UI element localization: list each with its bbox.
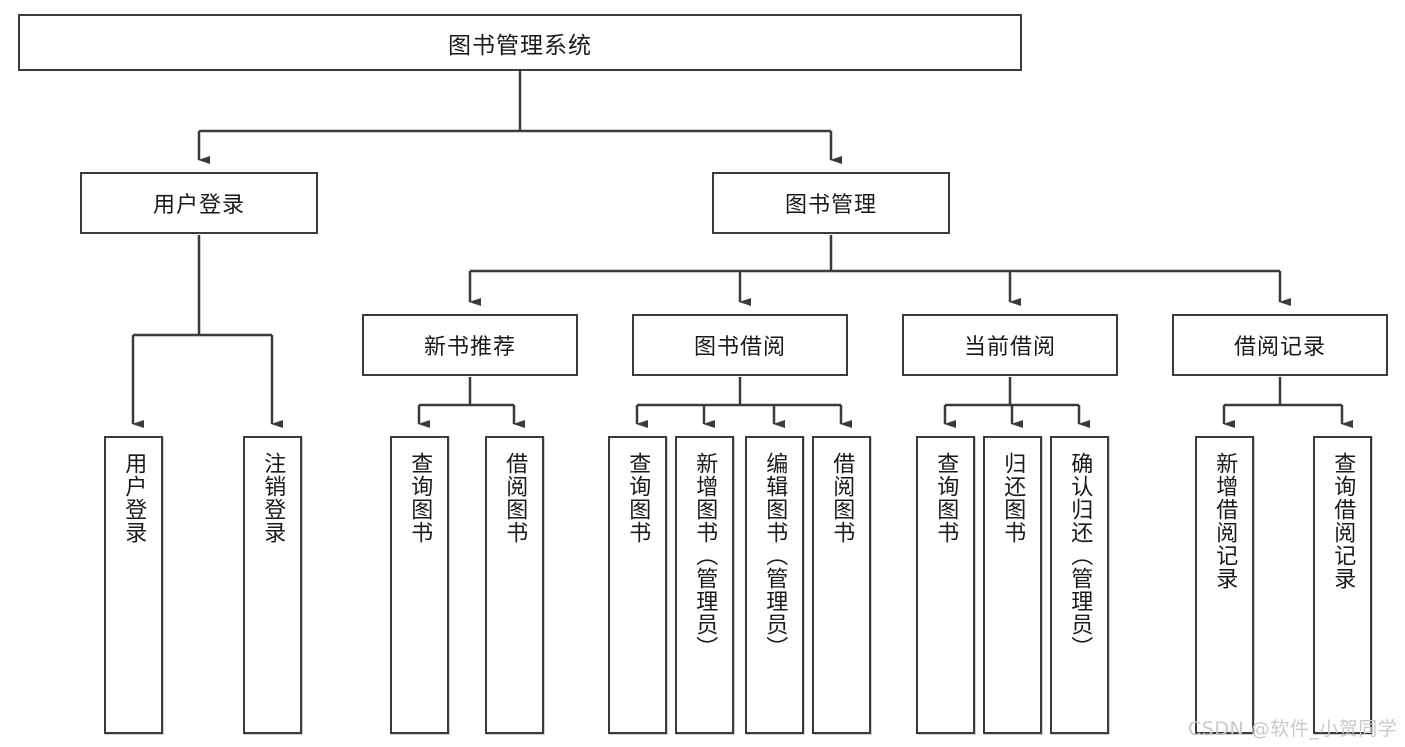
leaf-label: 归还图书	[1000, 452, 1026, 544]
leaf-label: 借阅图书	[502, 452, 528, 544]
node-borrow-record[interactable]: 借阅记录	[1172, 314, 1388, 376]
leaf-label: 查询图书	[407, 452, 433, 544]
node-current-borrow[interactable]: 当前借阅	[902, 314, 1118, 376]
leaf-book-borrow-query[interactable]: 查询图书	[608, 436, 667, 734]
leaf-label: 查询借阅记录	[1330, 452, 1356, 590]
leaf-label: 查询图书	[625, 452, 651, 544]
leaf-current-borrow-return[interactable]: 归还图书	[983, 436, 1042, 734]
node-new-book-recommend[interactable]: 新书推荐	[362, 314, 578, 376]
node-borrow-record-label: 借阅记录	[1233, 335, 1326, 360]
leaf-label: 注销登录	[260, 452, 286, 544]
leaf-borrow-record-query[interactable]: 查询借阅记录	[1313, 436, 1372, 734]
node-root[interactable]: 图书管理系统	[18, 14, 1022, 71]
leaf-label: 编辑图书（管理员）	[762, 452, 788, 659]
leaf-new-book-borrow[interactable]: 借阅图书	[485, 436, 544, 734]
leaf-label: 查询图书	[933, 452, 959, 544]
leaf-user-login-login[interactable]: 用户登录	[104, 436, 163, 734]
leaf-borrow-record-add[interactable]: 新增借阅记录	[1195, 436, 1254, 734]
leaf-book-borrow-borrow[interactable]: 借阅图书	[812, 436, 871, 734]
watermark: CSDN @软件_小贺同学	[1188, 718, 1398, 740]
leaf-book-borrow-edit[interactable]: 编辑图书（管理员）	[745, 436, 804, 734]
node-user-login-label: 用户登录	[152, 193, 245, 218]
leaf-new-book-query[interactable]: 查询图书	[390, 436, 449, 734]
leaf-current-borrow-confirm[interactable]: 确认归还（管理员）	[1050, 436, 1109, 734]
leaf-label: 新增图书（管理员）	[692, 452, 718, 659]
node-book-management-label: 图书管理	[784, 193, 877, 218]
leaf-book-borrow-add[interactable]: 新增图书（管理员）	[675, 436, 734, 734]
node-book-management[interactable]: 图书管理	[712, 172, 950, 234]
node-book-borrow[interactable]: 图书借阅	[632, 314, 848, 376]
node-root-label: 图书管理系统	[448, 32, 592, 59]
leaf-label: 新增借阅记录	[1212, 452, 1238, 590]
leaf-label: 借阅图书	[829, 452, 855, 544]
node-book-borrow-label: 图书借阅	[693, 335, 786, 360]
node-current-borrow-label: 当前借阅	[963, 335, 1056, 360]
leaf-current-borrow-query[interactable]: 查询图书	[916, 436, 975, 734]
node-user-login[interactable]: 用户登录	[80, 172, 318, 234]
leaf-label: 确认归还（管理员）	[1067, 452, 1093, 659]
leaf-user-login-logout[interactable]: 注销登录	[243, 436, 302, 734]
node-new-book-recommend-label: 新书推荐	[423, 335, 516, 360]
leaf-label: 用户登录	[121, 452, 147, 544]
